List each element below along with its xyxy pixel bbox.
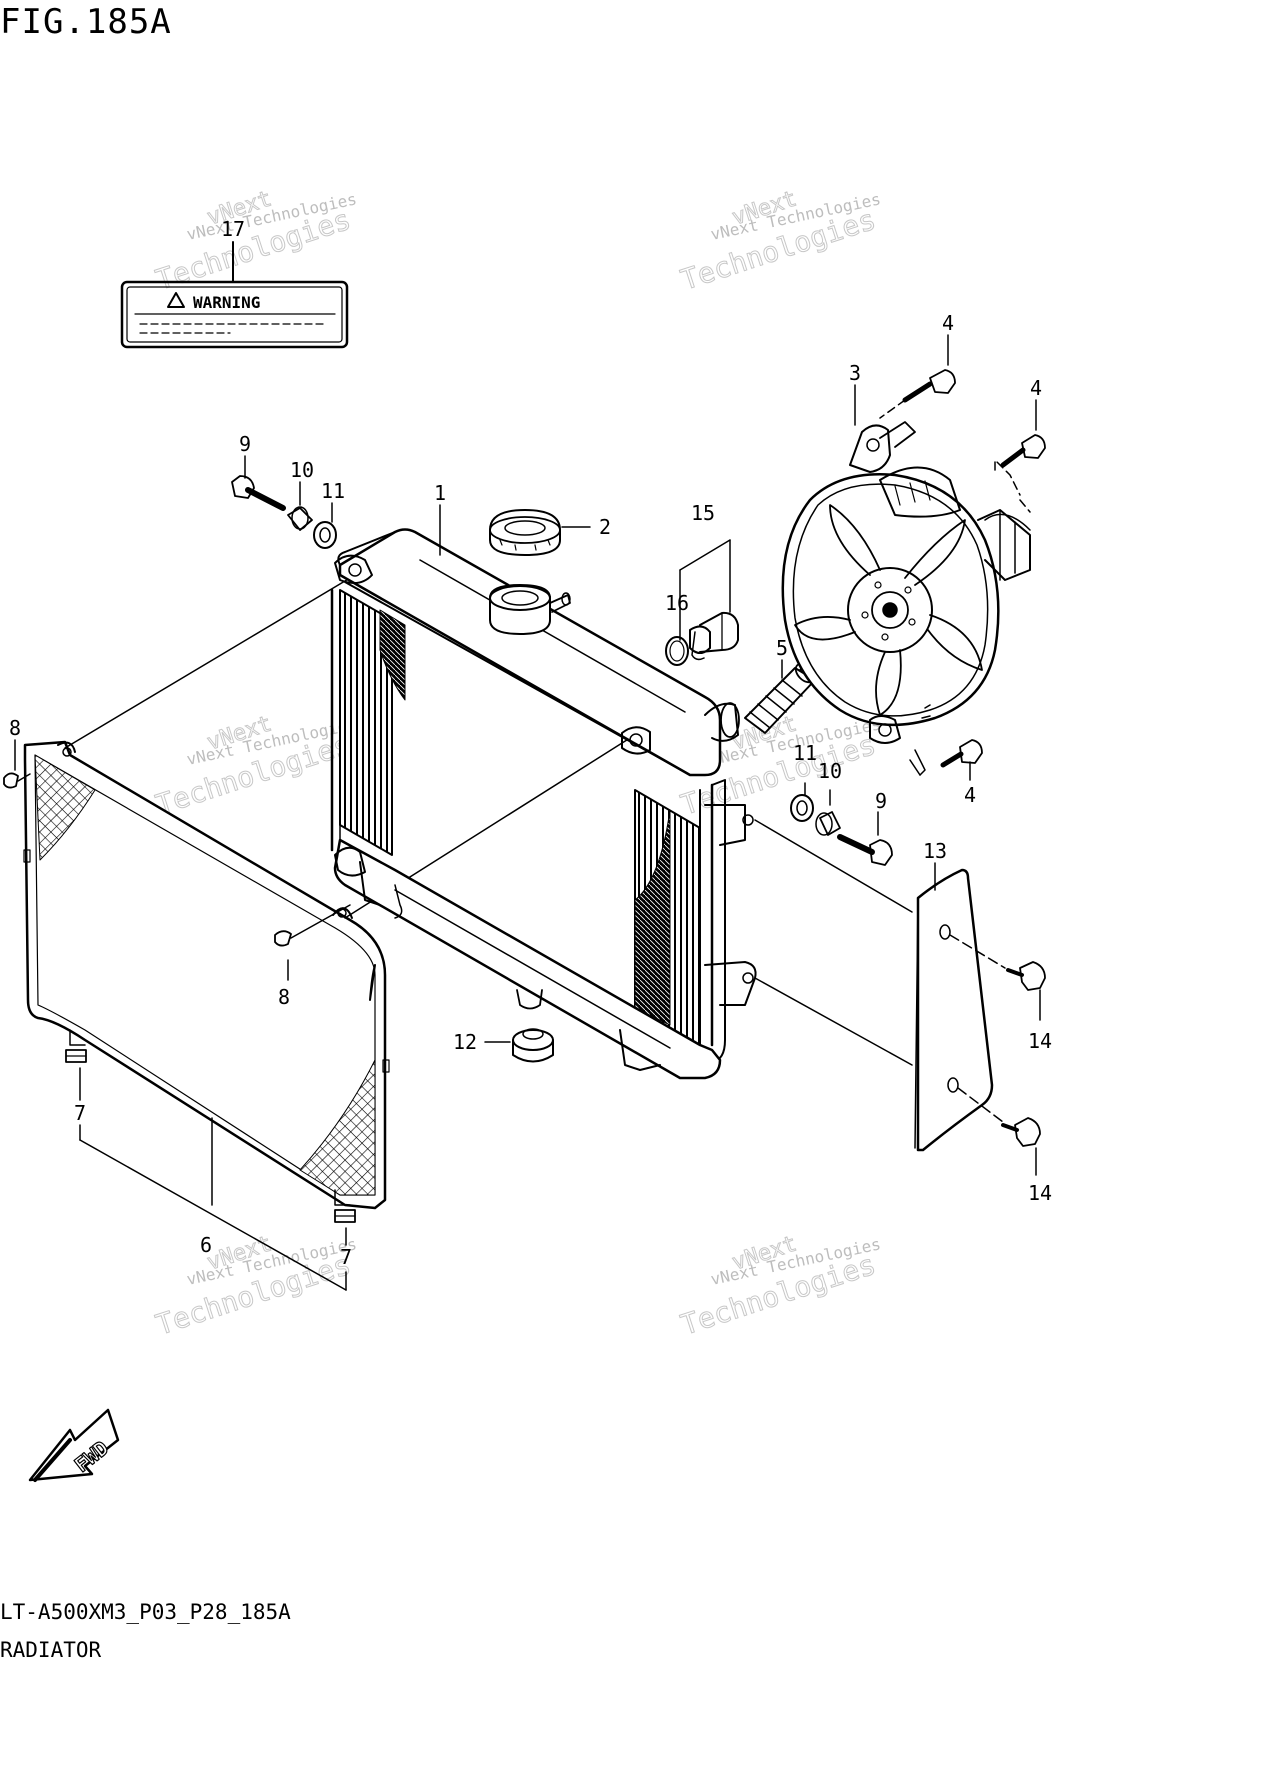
watermarks: vNext Technologies vNext Technologies vN… [151,186,882,1342]
watermark-mid-left: vNext Technologies vNext Technologies [151,711,358,822]
callout-3: 3 [849,361,861,385]
mount-bolt-part [231,475,893,866]
callout-4: 4 [964,783,976,807]
callout-11: 11 [321,479,345,503]
callout-12: 12 [453,1030,477,1054]
radiator-cap-part [489,509,561,556]
callout-8: 8 [278,985,290,1009]
callout-5: 5 [776,636,788,660]
callout-16: 16 [665,591,689,615]
figure-code: LT-A500XM3_P03_P28_185A [0,1600,291,1624]
callout-13: 13 [923,839,947,863]
mount-grommet-part [313,521,814,822]
callout-7: 7 [74,1101,86,1125]
callout-numbers: 1 2 3 4 4 4 5 6 7 7 8 8 9 9 10 10 11 11 … [9,311,1052,1269]
shield-leaders [754,819,1006,1123]
screen-grommet-part [65,1049,356,1223]
callout-14: 14 [1028,1029,1052,1053]
mount-collar-part [287,506,841,836]
warning-label-part: 17 WARNING [120,217,349,349]
fan-bolt-part [879,369,1046,768]
callout-15: 15 [691,501,715,525]
callout-1: 1 [434,481,446,505]
figure-name: RADIATOR [0,1638,102,1662]
callout-2: 2 [599,515,611,539]
bottom-grommet-part [512,1028,554,1063]
watermark-bottom-right: vNext Technologies vNext Technologies [676,1231,882,1342]
forward-direction-arrow: FWD [28,1408,120,1482]
callout-7: 7 [340,1245,352,1269]
side-shield-part [914,868,994,1152]
watermark-bottom-left: vNext Technologies vNext Technologies [151,1231,358,1342]
figure-title: FIG.185A [0,2,172,42]
callout-4: 4 [942,311,954,335]
callout-9: 9 [875,789,887,813]
radiator-screen-part [23,740,390,1210]
thermo-switch-part [689,611,739,661]
cooling-fan-part [781,421,1031,776]
radiator-body-part [330,528,757,1080]
callout-10: 10 [818,759,842,783]
callout-8: 8 [9,716,21,740]
shield-clip-part [1001,961,1046,1147]
watermark-top-right: vNext Technologies vNext Technologies [676,186,882,297]
callout-6: 6 [200,1233,212,1257]
callout-9: 9 [239,432,251,456]
callout-11: 11 [793,741,817,765]
watermark-top-left: vNext Technologies vNext Technologies [151,186,358,297]
callout-leaders [14,334,1041,1291]
callout-17: 17 [221,217,245,241]
warning-label-text: WARNING [193,293,260,312]
callout-4: 4 [1030,376,1042,400]
callout-14: 14 [1028,1181,1052,1205]
callout-10: 10 [290,458,314,482]
screen-bolt-part [3,772,292,947]
o-ring-part [665,636,689,666]
